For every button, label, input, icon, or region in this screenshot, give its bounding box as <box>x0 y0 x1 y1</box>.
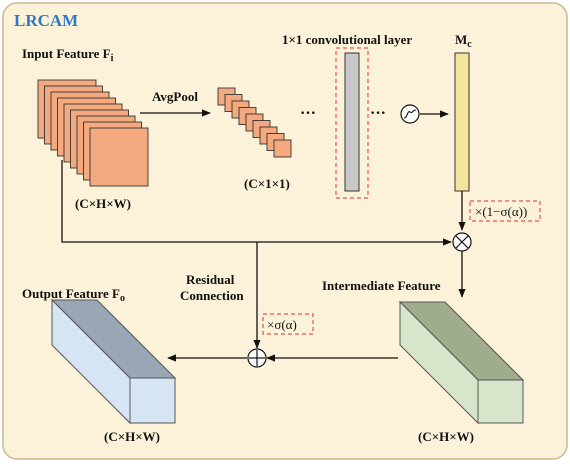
intermediate-feature-block <box>398 300 525 425</box>
dots-2: ··· <box>370 105 386 122</box>
intermediate-side-face <box>477 379 524 424</box>
scale-1-label: ×(1−σ(α)) <box>475 204 527 219</box>
multiply-x-2 <box>455 235 469 249</box>
diagram-title: LRCAM <box>14 11 78 30</box>
input-feature-slice-9 <box>89 127 149 187</box>
output-dims-label: (C×H×W) <box>104 429 160 444</box>
scale-2-box <box>262 313 314 335</box>
intermediate-feature-label: Intermediate Feature <box>322 278 441 293</box>
output-feature-block <box>50 298 177 425</box>
output-side-face <box>129 377 176 424</box>
scale-1-box <box>469 200 541 222</box>
conv-dashed-box <box>335 47 369 199</box>
dots-1: ··· <box>300 105 316 122</box>
pooled-dims-label: (C×1×1) <box>244 176 290 191</box>
mc-bar <box>454 52 470 192</box>
sigmoid-curve <box>403 109 417 119</box>
residual-label-1: Residual <box>186 272 235 287</box>
scale-2-label: ×σ(α) <box>267 317 297 332</box>
mc-label: Mc <box>455 32 472 50</box>
input-dims-label: (C×H×W) <box>75 196 131 211</box>
intermediate-dims-label: (C×H×W) <box>418 429 474 444</box>
avgpool-label: AvgPool <box>152 89 198 104</box>
output-feature-label: Output Feature Fo <box>22 286 125 304</box>
sigmoid-icon <box>400 104 420 124</box>
pooled-feature-slice-9 <box>273 139 292 158</box>
input-feature-stack <box>37 79 149 187</box>
skip-connection-line <box>61 160 452 246</box>
conv-layer-bar <box>344 52 360 192</box>
residual-label-2: Connection <box>180 288 244 303</box>
conv-layer-label: 1×1 convolutional layer <box>282 32 412 47</box>
input-feature-label: Input Feature Fi <box>22 46 114 64</box>
pooled-feature-stack <box>217 87 292 158</box>
